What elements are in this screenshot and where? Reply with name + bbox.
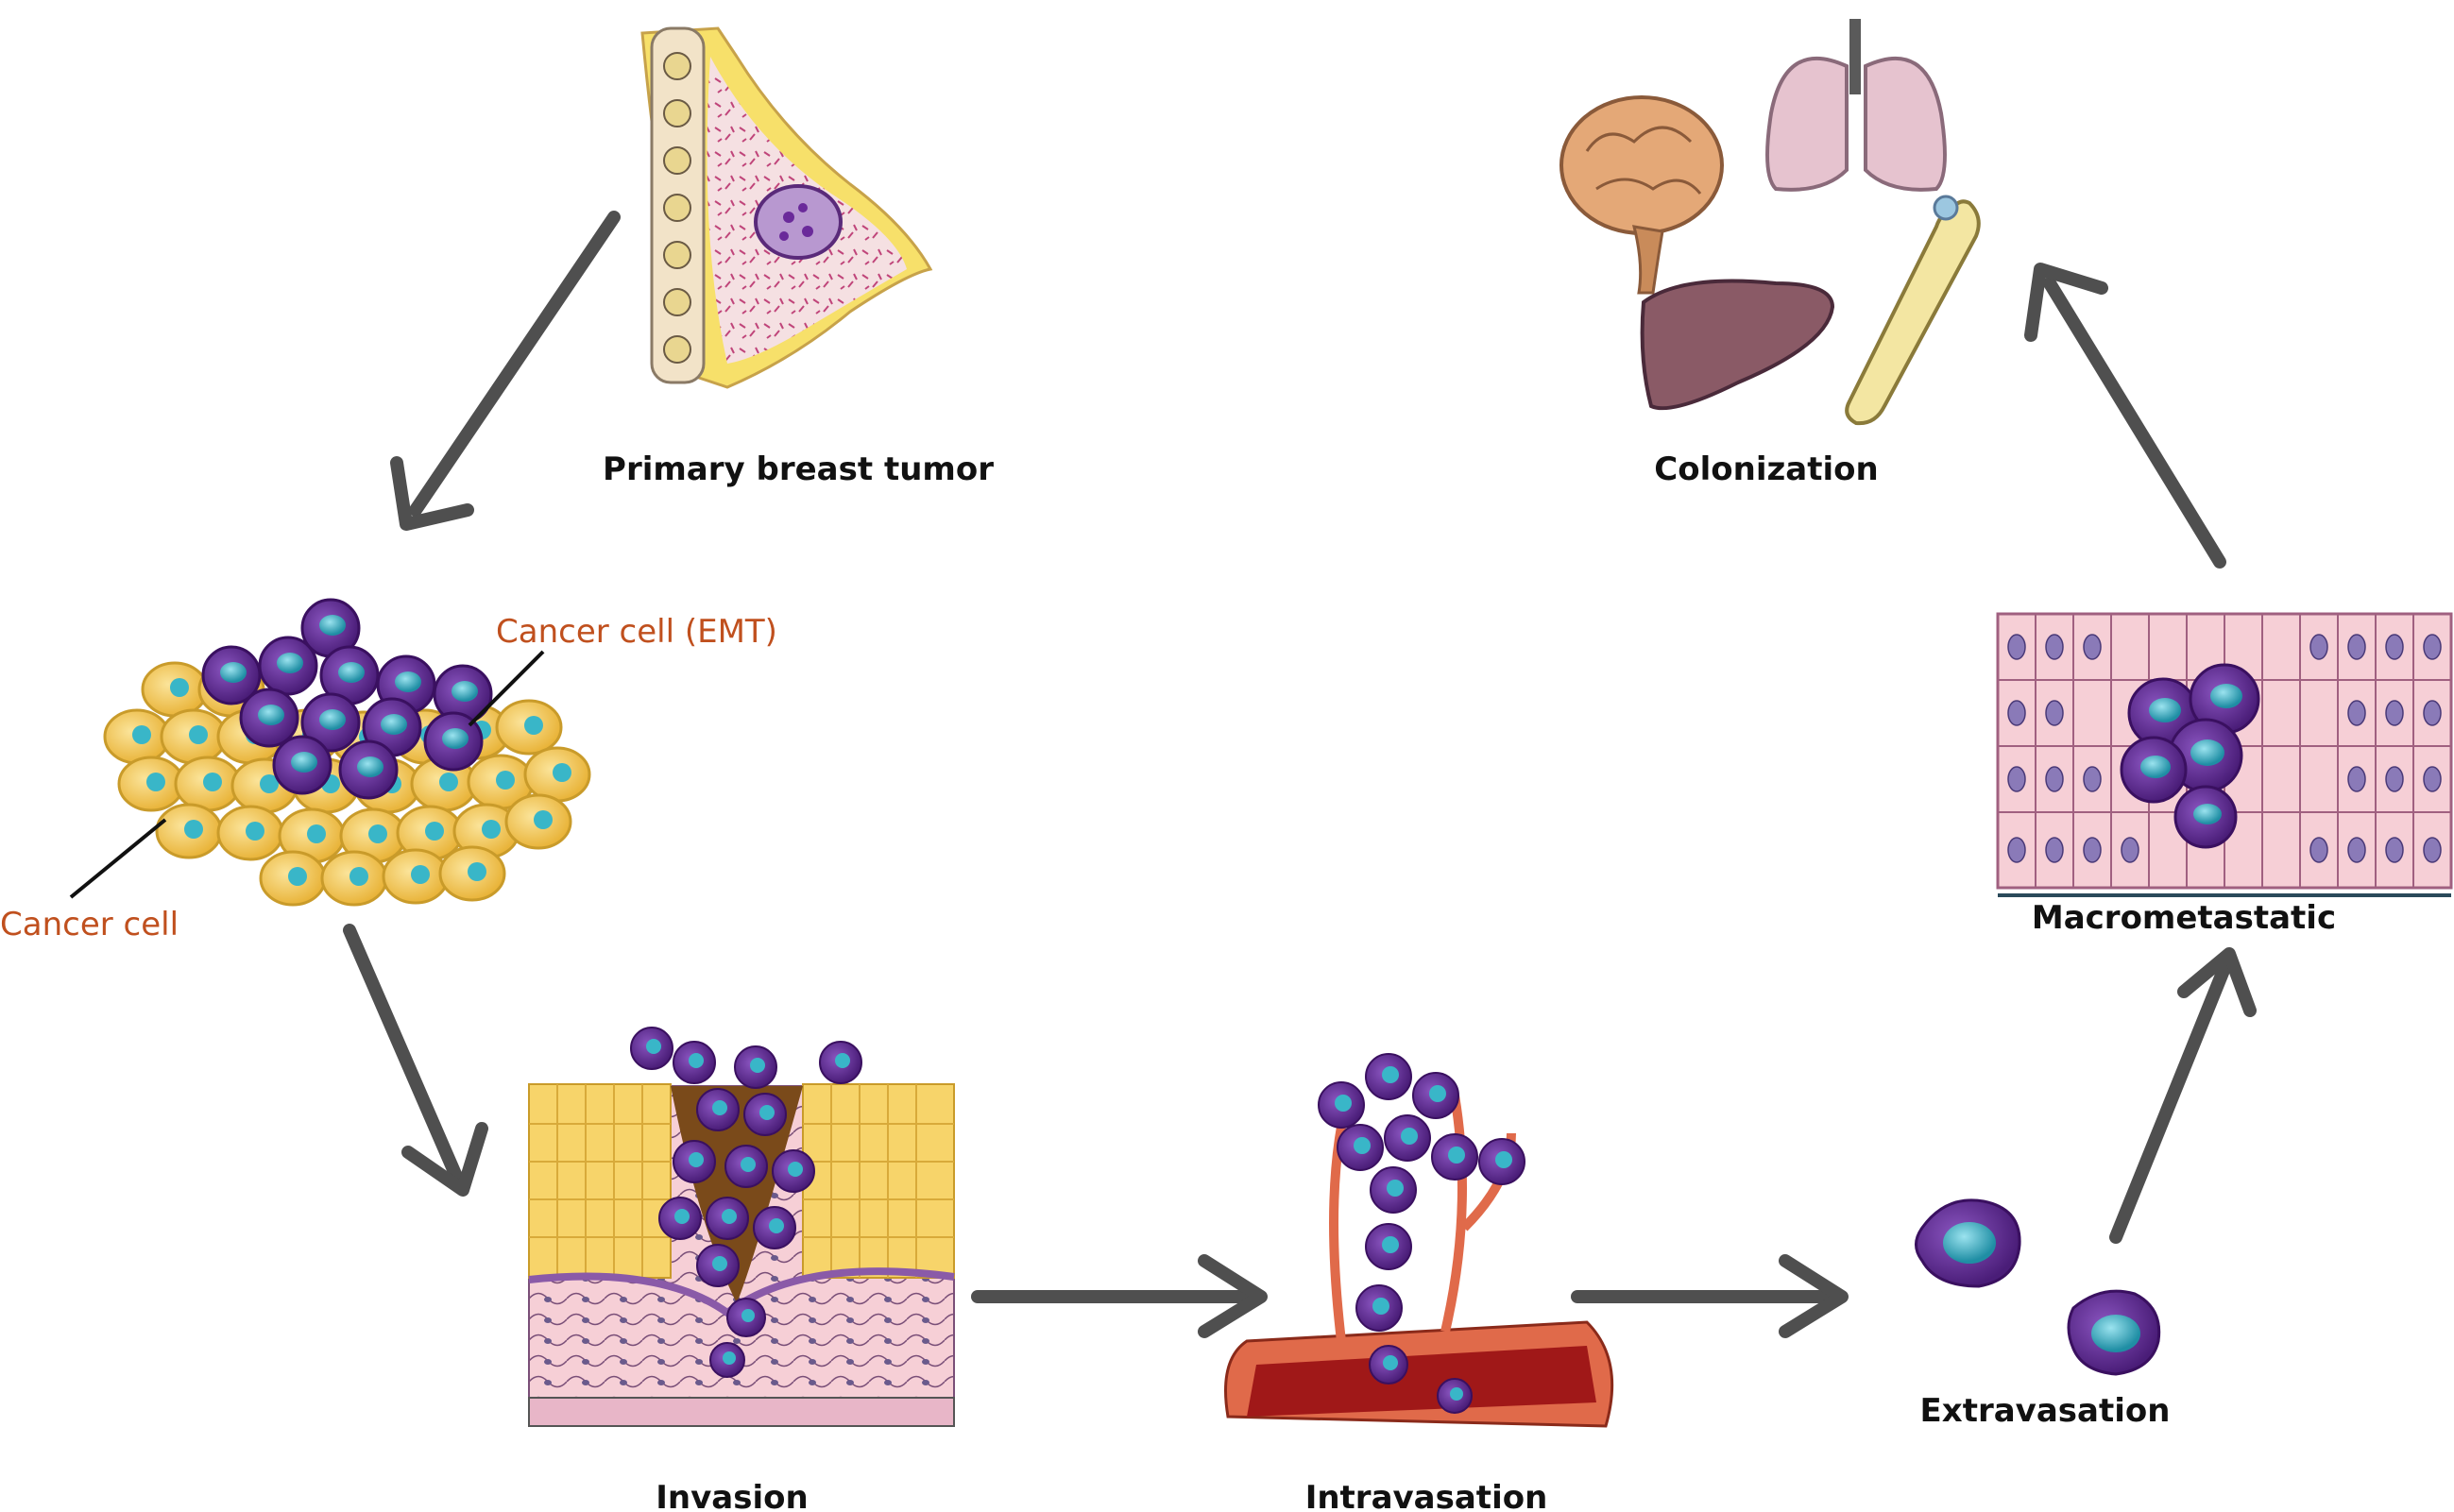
- label-cancer-cell: Cancer cell: [0, 906, 179, 943]
- extravasation-illustration: [1915, 1198, 2161, 1376]
- label-colonization: Colonization: [1654, 450, 1878, 488]
- flow-arrows: [343, 211, 2257, 1338]
- cancer-cell-pointer-line: [69, 818, 167, 899]
- arrow-extravasation-to-macrometastatic: [2109, 947, 2257, 1244]
- label-cancer-cell-emt: Cancer cell (EMT): [496, 613, 777, 651]
- arrow-invasion-to-intravasation: [971, 1254, 1268, 1338]
- colonization-organs: [1559, 19, 1981, 426]
- label-macrometastatic: Macrometastatic: [2032, 899, 2336, 937]
- macrometastatic-illustration: [1996, 612, 2453, 897]
- label-primary-tumor: Primary breast tumor: [603, 450, 994, 488]
- arrow-cluster-to-invasion: [343, 924, 488, 1197]
- invasion-illustration: [528, 1027, 955, 1427]
- bone-icon: [1845, 195, 1981, 426]
- intravasation-illustration: [1224, 1053, 1614, 1428]
- emt-pointer-line: [468, 650, 545, 727]
- liver-icon: [1640, 279, 1835, 411]
- brain-icon: [1559, 95, 1724, 295]
- emt-cancer-cells: [201, 598, 493, 800]
- rib-cells: [663, 52, 691, 364]
- arrow-macrometastatic-to-colonization: [2024, 263, 2226, 569]
- label-intravasation: Intravasation: [1305, 1479, 1548, 1512]
- cancer-cell-cluster: [69, 598, 591, 907]
- arrow-primary-to-cluster: [390, 211, 621, 531]
- lungs-icon: [1765, 19, 1947, 192]
- label-invasion: Invasion: [656, 1479, 808, 1512]
- arrow-intravasation-to-extravasation: [1571, 1254, 1849, 1338]
- breast-illustration: [640, 26, 933, 389]
- tumor-mass: [754, 184, 843, 260]
- label-extravasation: Extravasation: [1920, 1392, 2171, 1430]
